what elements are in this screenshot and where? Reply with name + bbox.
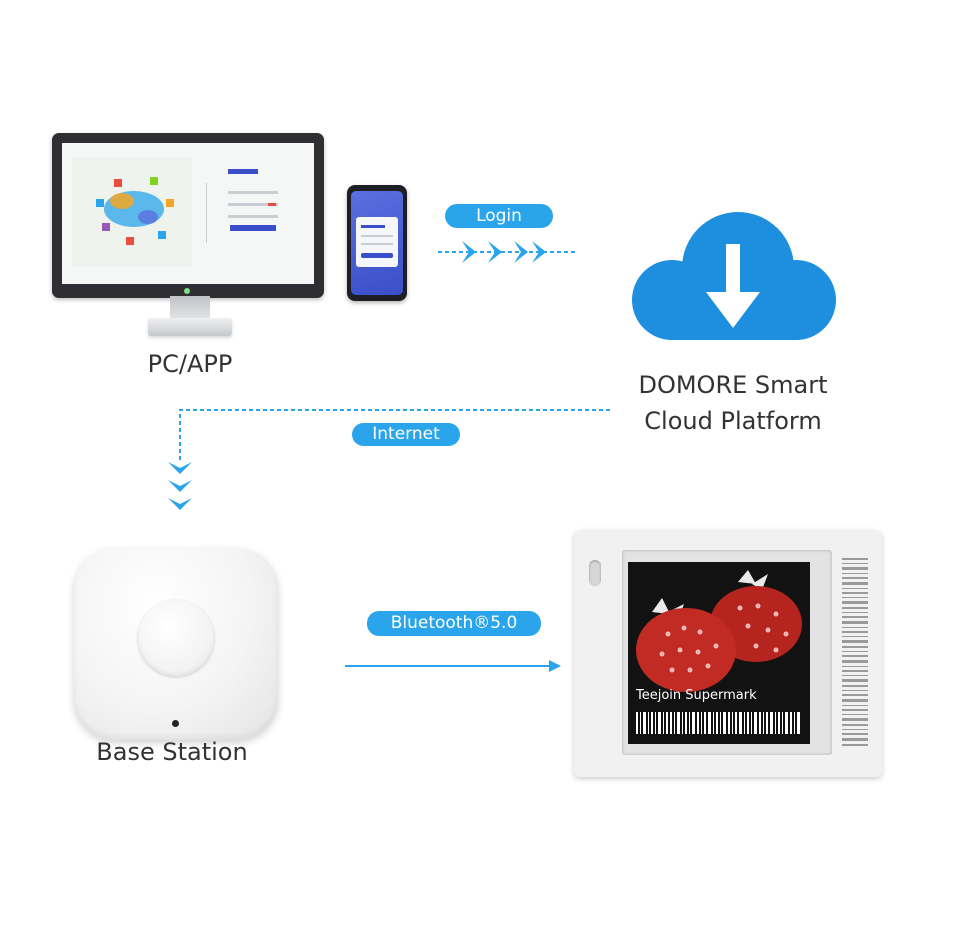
bluetooth-badge: Bluetooth®5.0 <box>367 611 541 636</box>
monitor-screen <box>62 143 314 284</box>
pc-app-label: PC/APP <box>147 350 233 378</box>
login-badge: Login <box>445 204 553 228</box>
internet-badge: Internet <box>352 423 460 446</box>
base-station-button <box>138 600 214 676</box>
cloud-label-line1: DOMORE Smart <box>638 371 828 399</box>
cloud-download-icon <box>632 212 836 340</box>
esl-side-barcode <box>842 558 868 746</box>
login-arrows-icon <box>438 241 578 263</box>
world-map-graphic <box>96 177 174 245</box>
esl-frame: Teejoin Supermark <box>622 550 832 755</box>
base-station-device <box>74 548 278 740</box>
smartphone-screen <box>351 191 403 295</box>
base-station-led <box>172 720 179 727</box>
electronic-shelf-label: Teejoin Supermark <box>574 530 882 777</box>
esl-display: Teejoin Supermark <box>628 562 810 744</box>
esl-caption: Teejoin Supermark <box>636 688 757 703</box>
esl-barcode <box>636 712 800 734</box>
phone-login-graphic <box>356 217 398 267</box>
monitor-neck <box>170 296 210 320</box>
internet-connector-line <box>168 409 610 510</box>
monitor-stand <box>148 318 232 336</box>
cloud-platform-label: DOMORE Smart Cloud Platform <box>590 367 876 439</box>
pc-monitor <box>52 133 324 298</box>
esl-slot <box>589 560 601 586</box>
monitor-screen-graphic <box>62 143 314 284</box>
cloud-label-line2: Cloud Platform <box>644 407 822 435</box>
bluetooth-arrow-icon <box>345 660 561 672</box>
smartphone <box>347 185 407 301</box>
monitor-power-led <box>184 288 190 294</box>
login-form-graphic <box>228 169 278 231</box>
strawberry-image <box>628 562 810 744</box>
base-station-label: Base Station <box>96 738 248 766</box>
